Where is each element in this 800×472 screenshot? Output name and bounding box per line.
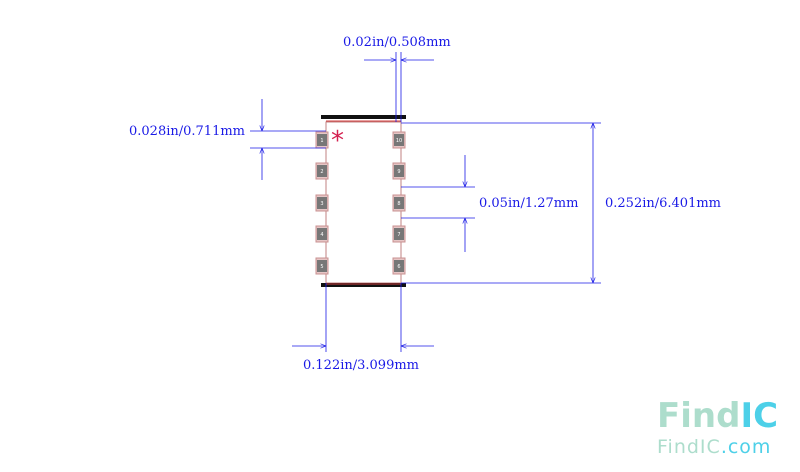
pad-2 <box>317 165 327 177</box>
logo-main-suffix: IC <box>740 396 778 436</box>
pad-8 <box>394 197 404 209</box>
logo-sub-prefix: FindIC <box>657 436 721 458</box>
pad-label-4: 4 <box>320 232 323 238</box>
dimension-pad-height: 0.028in/0.711mm <box>129 99 326 180</box>
logo-main-prefix: Find <box>657 396 740 436</box>
pad-9 <box>394 165 404 177</box>
pad-3 <box>317 197 327 209</box>
pad-4 <box>317 228 327 240</box>
dimension-lead-width: 0.02in/0.508mm <box>343 35 451 122</box>
dim-label-pad-height: 0.028in/0.711mm <box>129 124 245 139</box>
dimension-pitch: 0.05in/1.27mm <box>401 155 578 252</box>
pad-label-10: 10 <box>396 138 402 144</box>
dimension-row-span: 0.122in/3.099mm <box>292 283 434 373</box>
logo-sub-text: FindIC.com <box>657 436 771 458</box>
pad-1 <box>317 134 327 146</box>
logo-sub-suffix: .com <box>721 436 772 458</box>
body-bottom-bar <box>321 283 406 287</box>
pad-label-3: 3 <box>320 201 323 207</box>
dimension-body-length: 0.252in/6.401mm <box>401 122 721 284</box>
pad-7 <box>394 228 404 240</box>
pad-label-7: 7 <box>397 232 400 238</box>
pad-10 <box>394 134 404 146</box>
logo-main-text: FindIC <box>657 396 778 436</box>
pin1-marker: * <box>331 126 344 156</box>
pads-group: 1 2 3 4 5 10 9 8 7 6 <box>315 131 406 275</box>
pad-label-2: 2 <box>320 169 323 175</box>
dim-label-pitch: 0.05in/1.27mm <box>479 196 578 211</box>
pad-label-6: 6 <box>397 264 400 270</box>
findic-logo: FindIC FindIC.com <box>657 396 778 458</box>
pad-5 <box>317 260 327 272</box>
dim-label-lead-width: 0.02in/0.508mm <box>343 35 451 50</box>
body-top-bar <box>321 115 406 119</box>
dim-label-body-length: 0.252in/6.401mm <box>605 196 721 211</box>
dim-label-row-span: 0.122in/3.099mm <box>303 358 419 373</box>
pad-6 <box>394 260 404 272</box>
pad-label-5: 5 <box>320 264 323 270</box>
pad-label-1: 1 <box>320 138 323 144</box>
pad-label-9: 9 <box>397 169 400 175</box>
pad-label-8: 8 <box>397 201 400 207</box>
